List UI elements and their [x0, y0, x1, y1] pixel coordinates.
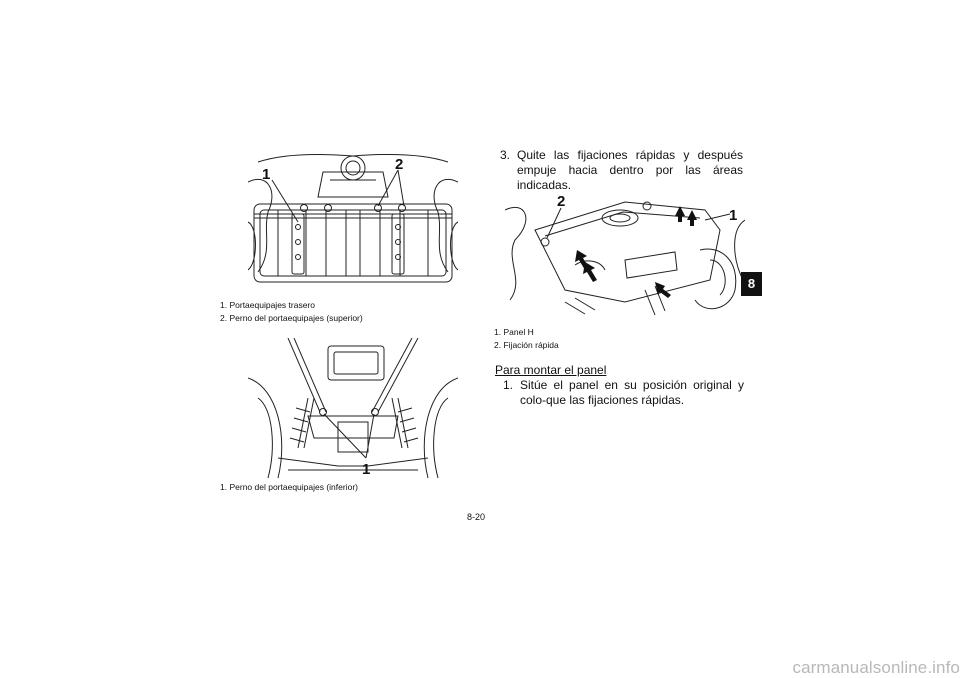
caption-item: 2. Perno del portaequipajes (superior) [220, 313, 363, 323]
figure3-callout-2: 2 [557, 193, 565, 210]
figure2-caption: 1. Perno del portaequipajes (inferior) [220, 481, 358, 494]
step-1-instruction: 1. Sitúe el panel en su posición origina… [503, 378, 744, 410]
step-number: 1. [503, 378, 514, 392]
chapter-tab: 8 [741, 272, 762, 296]
step-number: 3. [500, 148, 511, 162]
step-text: Sitúe el panel en su posición original y… [520, 378, 744, 407]
figure1-callout-1: 1 [262, 166, 270, 183]
caption-item: 1. Portaequipajes trasero [220, 300, 315, 310]
caption-item: 2. Fijación rápida [494, 340, 559, 350]
panel-h-illustration: 2 1 [505, 190, 745, 325]
figure1-callout-2: 2 [395, 156, 403, 173]
figure3-caption: 1. Panel H 2. Fijación rápida [494, 326, 559, 352]
rear-carrier-illustration: 1 2 [248, 152, 458, 292]
caption-item: 1. Panel H [494, 327, 534, 337]
figure2-callout-1: 1 [362, 461, 370, 478]
caption-item: 1. Perno del portaequipajes (inferior) [220, 482, 358, 492]
step-3-instruction: 3. Quite las fijaciones rápidas y despué… [500, 148, 744, 192]
lower-carrier-bolt-illustration: 1 [248, 338, 458, 480]
step-text: Quite las fijaciones rápidas y después e… [517, 148, 743, 192]
page-number: 8-20 [467, 512, 486, 522]
footer-watermark: carmanualsonline.info [792, 658, 960, 677]
figure3-callout-1: 1 [729, 207, 737, 224]
section-heading: Para montar el panel [495, 363, 607, 377]
figure1-caption: 1. Portaequipajes trasero 2. Perno del p… [220, 299, 363, 325]
